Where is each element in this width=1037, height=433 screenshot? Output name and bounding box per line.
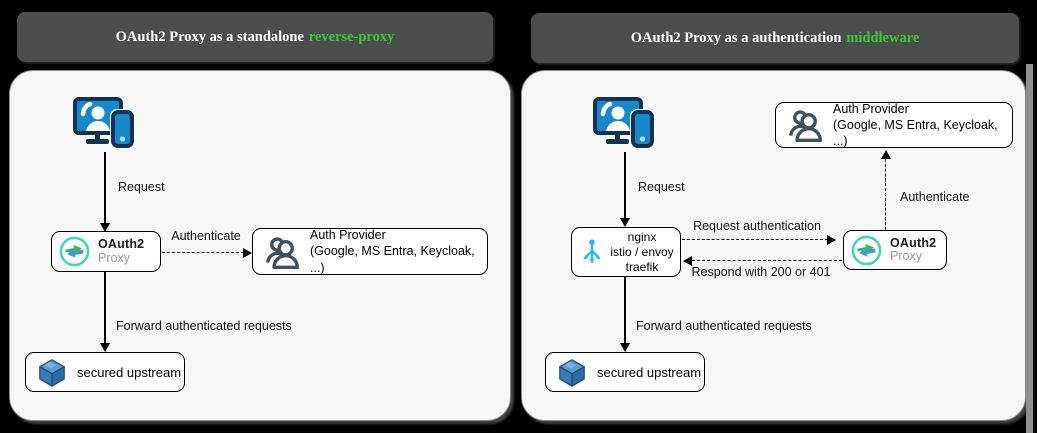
respond-arrow-line [692, 260, 842, 261]
left-request-label: Request [118, 180, 165, 194]
right-title-text: OAuth2 Proxy as a authentication [630, 29, 842, 46]
right-auth-provider-list: (Google, MS Entra, Keycloak, ...) [833, 117, 998, 149]
users-icon [264, 234, 300, 270]
left-request-arrowhead [100, 223, 110, 232]
ingress-line3: traefik [625, 259, 659, 274]
right-auth-provider-node: Auth Provider (Google, MS Entra, Keycloa… [775, 102, 1013, 148]
right-authenticate-label: Authenticate [900, 190, 970, 204]
ingress-line1: nginx [627, 229, 657, 244]
right-secured-upstream-label: secured upstream [597, 364, 702, 380]
right-title-highlight: middleware [846, 29, 920, 46]
right-request-label: Request [638, 180, 685, 194]
request-authentication-arrowhead [827, 235, 836, 245]
window-edge-strip [1026, 64, 1033, 433]
left-oauth2-proxy-node: OAuth2 Proxy [51, 231, 161, 272]
right-oauth2-proxy-node: OAuth2 Proxy [843, 230, 947, 270]
right-request-arrowhead [620, 218, 630, 227]
left-forward-label: Forward authenticated requests [116, 319, 292, 333]
left-auth-provider-node: Auth Provider (Google, MS Entra, Keycloa… [252, 228, 488, 275]
left-title-highlight: reverse-proxy [308, 28, 395, 45]
left-forward-arrowhead [100, 343, 110, 352]
auth-provider-list: (Google, MS Entra, Keycloak, ...) [310, 244, 475, 275]
oauth2-proxy-name: OAuth2 [98, 237, 145, 252]
auth-provider-name: Auth Provider [310, 228, 386, 243]
load-balancer-icon [579, 234, 605, 270]
cube-icon-right [557, 357, 587, 387]
right-forward-label: Forward authenticated requests [636, 319, 812, 333]
oauth2-proxy-logo-icon [59, 236, 90, 267]
ingress-node: nginx istio / envoy traefik [571, 227, 681, 277]
request-authentication-arrow-line [682, 239, 828, 240]
left-title-bar: OAuth2 Proxy as a standalone reverse-pro… [17, 12, 493, 62]
left-request-arrow-line [104, 152, 106, 224]
respond-arrowhead [683, 256, 692, 266]
oauth2-proxy-sub: Proxy [98, 250, 130, 265]
left-secured-upstream-node: secured upstream [25, 352, 185, 392]
ingress-line2: istio / envoy [610, 244, 674, 259]
left-authenticate-arrow-line [162, 252, 244, 253]
right-authenticate-arrowhead [881, 150, 891, 159]
left-authenticate-label: Authenticate [171, 229, 241, 243]
right-request-arrow-line [624, 152, 626, 219]
right-authenticate-arrow-line [885, 159, 886, 230]
right-secured-upstream-node: secured upstream [545, 352, 705, 392]
oauth2-proxy-logo-icon-right [851, 235, 882, 266]
right-title-bar: OAuth2 Proxy as a authentication middlew… [531, 13, 1019, 63]
users-icon-right [787, 107, 823, 143]
request-authentication-label: Request authentication [693, 219, 821, 233]
cube-icon [37, 357, 67, 387]
left-authenticate-arrowhead [243, 248, 252, 258]
respond-label: Respond with 200 or 401 [691, 265, 831, 279]
right-oauth2-proxy-name: OAuth2 [890, 235, 937, 250]
right-oauth2-proxy-sub: Proxy [890, 249, 922, 264]
user-devices-icon [73, 97, 137, 153]
user-devices-icon-right [593, 97, 657, 153]
right-auth-provider-name: Auth Provider [833, 101, 909, 116]
left-title-text: OAuth2 Proxy as a standalone [115, 28, 304, 45]
right-forward-arrowhead [620, 343, 630, 352]
secured-upstream-label: secured upstream [77, 364, 182, 380]
right-forward-arrow-line [624, 277, 626, 344]
left-forward-arrow-line [104, 272, 106, 344]
